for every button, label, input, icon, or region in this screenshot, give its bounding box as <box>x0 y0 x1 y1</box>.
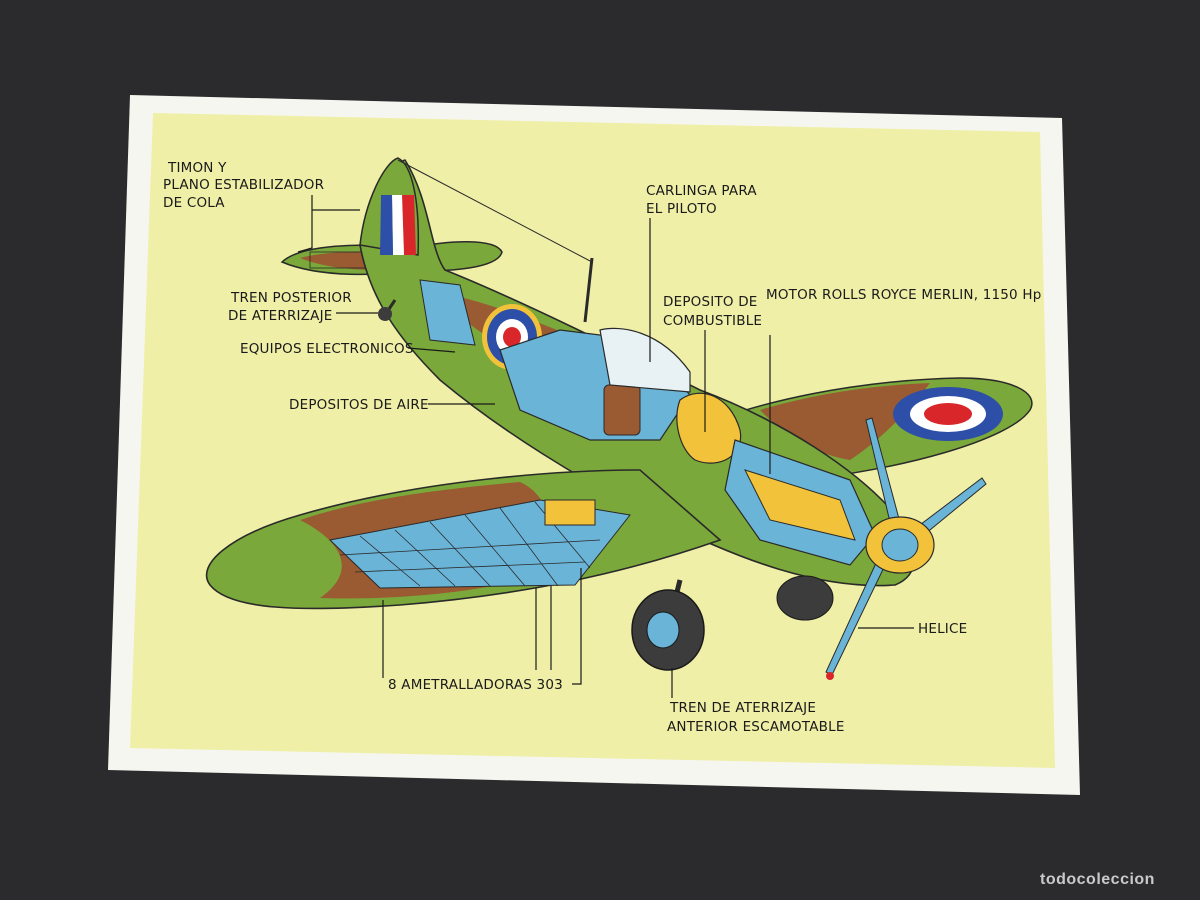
wheel-hub <box>646 611 680 649</box>
antenna-mast <box>583 257 594 323</box>
watermark: todocoleccion <box>1040 871 1155 888</box>
label-propeller: HELICE <box>918 621 967 637</box>
label-front-gear-line2: ANTERIOR ESCAMOTABLE <box>667 719 845 735</box>
fuel-tank <box>676 392 742 464</box>
spinner-hub <box>881 528 919 562</box>
label-fuel-line1: DEPOSITO DE <box>663 294 758 310</box>
leader-guns-4 <box>572 568 582 685</box>
second-wheel <box>776 575 834 621</box>
rear-landing-gear <box>378 299 397 321</box>
label-cockpit-line2: EL PILOTO <box>646 201 717 217</box>
tail-wheel <box>378 307 392 321</box>
label-tail-line1: TIMON Y <box>167 160 227 176</box>
leader-tail <box>297 195 313 253</box>
label-machine-guns: 8 AMETRALLADORAS 303 <box>388 677 563 693</box>
front-landing-gear <box>631 575 834 671</box>
fin-flash-white <box>392 195 404 255</box>
label-rear-gear-line1: TREN POSTERIOR <box>230 290 352 306</box>
fin-flash-blue <box>380 195 393 255</box>
label-electronics: EQUIPOS ELECTRONICOS <box>240 341 414 357</box>
label-front-gear-line1: TREN DE ATERRIZAJE <box>669 700 816 716</box>
fuselage-roundel-red <box>503 327 521 347</box>
canopy <box>599 327 691 393</box>
label-rear-gear-line2: DE ATERRIZAJE <box>228 308 333 324</box>
engine-block <box>744 469 856 541</box>
gun-bay-ribs <box>339 501 601 587</box>
labels: TIMON Y PLANO ESTABILIZADOR DE COLA TREN… <box>163 160 1041 735</box>
seat <box>603 384 641 436</box>
label-air-tanks: DEPOSITOS DE AIRE <box>289 397 429 413</box>
ammo-box <box>544 499 596 526</box>
leader-electronics <box>407 347 456 353</box>
label-engine: MOTOR ROLLS ROYCE MERLIN, 1150 Hp <box>766 287 1041 303</box>
propeller-tip-red <box>826 672 834 680</box>
rear-cutaway <box>419 279 476 346</box>
antenna-wire <box>397 159 593 263</box>
label-tail-line2: PLANO ESTABILIZADOR <box>163 177 324 193</box>
fin-flash-red <box>402 195 416 255</box>
far-wing-roundel-red <box>924 403 972 425</box>
label-cockpit-line1: CARLINGA PARA <box>646 183 757 199</box>
label-tail-line3: DE COLA <box>163 195 225 211</box>
leader-lines <box>297 195 914 698</box>
propeller <box>825 417 987 680</box>
label-fuel-line2: COMBUSTIBLE <box>663 313 762 329</box>
spitfire-cutaway <box>205 157 1033 680</box>
